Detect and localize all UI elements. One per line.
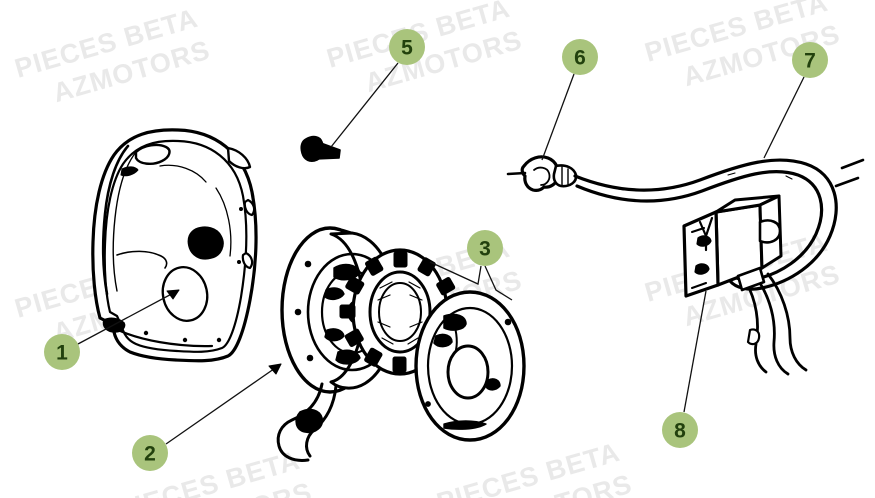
callout-2-label: 2 (144, 443, 156, 466)
callout-7[interactable]: 7 (792, 42, 828, 78)
callout-5[interactable]: 5 (389, 29, 425, 65)
callout-6-disc[interactable] (562, 39, 598, 75)
callout-2-disc[interactable] (132, 435, 168, 471)
callout-7-disc[interactable] (792, 42, 828, 78)
callout-5-disc[interactable] (389, 29, 425, 65)
callout-5-label: 5 (401, 37, 413, 60)
leader-line-2 (165, 363, 282, 445)
callout-6[interactable]: 6 (562, 39, 598, 75)
leader-lines (77, 62, 805, 445)
callout-8-label: 8 (674, 420, 686, 443)
callout-3-disc[interactable] (467, 230, 503, 266)
callout-1-label: 1 (56, 342, 68, 365)
leader-line-3 (429, 261, 513, 301)
leader-line-8 (683, 290, 707, 413)
callout-6-label: 6 (574, 47, 586, 70)
leader-line-6 (541, 73, 575, 161)
callout-markers: 1 2 3 5 6 7 8 (44, 29, 828, 471)
arrowhead-part-1 (166, 289, 180, 300)
leader-arrowheads (166, 289, 282, 375)
leader-line-1 (77, 289, 180, 345)
leader-line-5 (330, 62, 399, 148)
part-engine-side-cover (91, 128, 258, 363)
callout-7-label: 7 (804, 50, 816, 73)
part-stator-backing-plate (414, 290, 526, 442)
part-ignition-coil (682, 194, 808, 376)
callout-3-label: 3 (479, 238, 491, 261)
callout-1[interactable]: 1 (44, 334, 80, 370)
part-fixing-screw (300, 135, 341, 162)
callout-1-disc[interactable] (44, 334, 80, 370)
callout-3[interactable]: 3 (467, 230, 503, 266)
callout-8-disc[interactable] (662, 412, 698, 448)
callout-8[interactable]: 8 (662, 412, 698, 448)
part-spark-plug-cap (506, 155, 578, 192)
leader-line-7 (763, 76, 805, 159)
callout-2[interactable]: 2 (132, 435, 168, 471)
arrowhead-part-2 (268, 363, 282, 375)
